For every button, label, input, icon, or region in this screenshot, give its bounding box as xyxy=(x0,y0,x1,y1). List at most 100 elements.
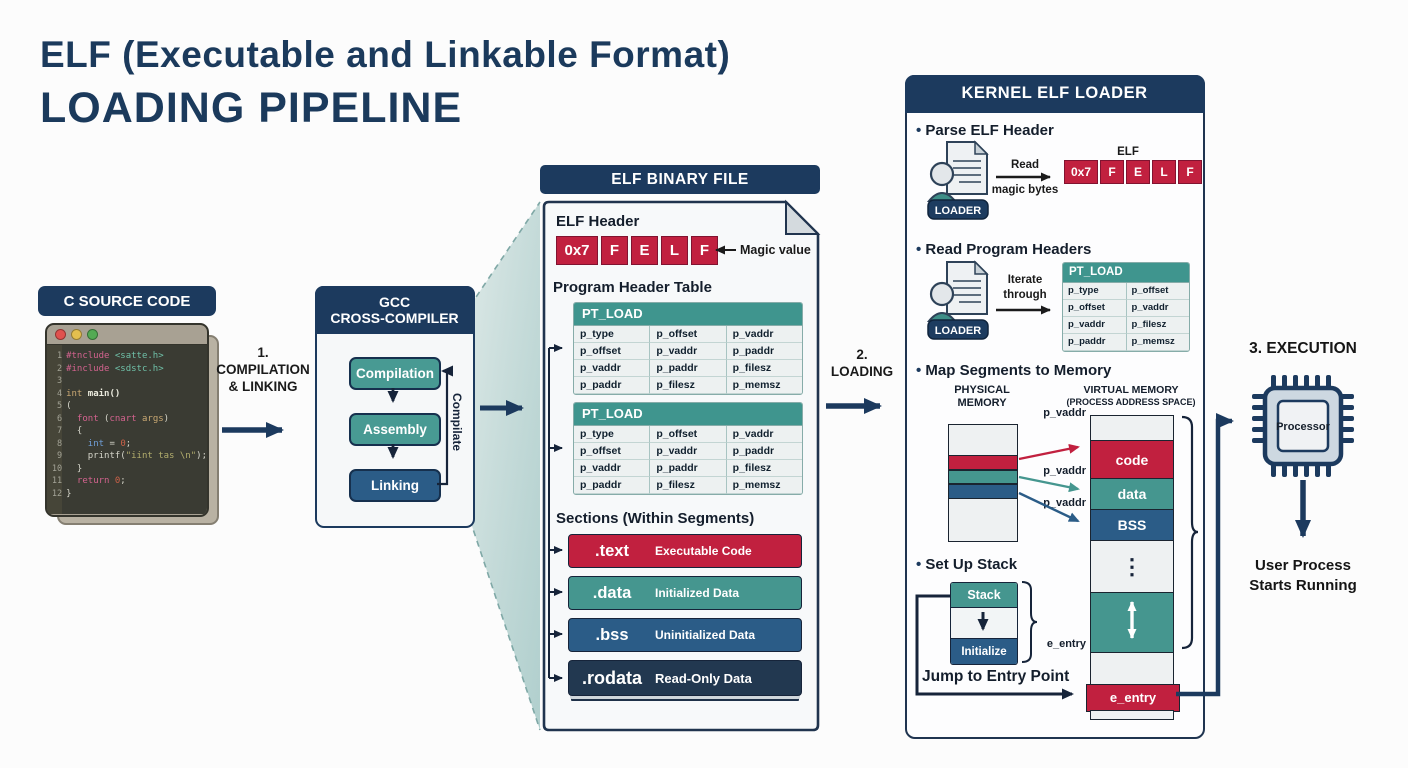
pt-load-cell: p_filesz xyxy=(650,377,727,394)
pt-load-cell: p_type xyxy=(574,426,651,443)
execution-title: 3. EXECUTION xyxy=(1249,340,1357,357)
code-segment: <sdstc.h> xyxy=(109,363,164,374)
physical-segment-red xyxy=(949,455,1017,470)
line-number: 4 xyxy=(56,388,63,399)
read-program-headers-title: Read Program Headers xyxy=(916,241,1091,258)
line-number: 10 xyxy=(51,463,63,474)
pt-load-cell: p_type xyxy=(574,326,651,343)
magic-byte-cell: E xyxy=(631,236,658,265)
window-titlebar xyxy=(47,325,207,344)
physical-label-line2: MEMORY xyxy=(957,397,1007,409)
read-label: Read xyxy=(1010,159,1040,171)
code-line: 11 return 0; xyxy=(52,475,207,488)
p-vaddr-label-2: p_vaddr xyxy=(1043,465,1086,477)
code-segment xyxy=(66,476,77,486)
pt-load-cell: p_offset xyxy=(650,426,727,443)
pt-load-table-header: PT_LOAD xyxy=(1063,263,1189,283)
parse-elf-header-title: Parse ELF Header xyxy=(916,122,1053,139)
line-number: 5 xyxy=(56,401,63,411)
code-text: } xyxy=(66,488,71,501)
virtual-memory-label: VIRTUAL MEMORY (PROCESS ADDRESS SPACE) xyxy=(1056,384,1206,408)
minimize-dot-icon xyxy=(71,329,82,340)
code-segment: 0 xyxy=(114,476,121,486)
line-number: 7 xyxy=(56,426,63,436)
execution-result: User Process Starts Running xyxy=(1233,556,1373,596)
code-segment: ); xyxy=(196,451,207,461)
pt-load-cell: p_memsz xyxy=(726,377,802,394)
gcc-header: GCC CROSS-COMPILER xyxy=(314,285,475,334)
close-dot-icon xyxy=(55,329,66,340)
virtual-block xyxy=(1090,652,1174,686)
virtual-block-⋮: ⋮ xyxy=(1090,539,1174,594)
virtual-label-line1: VIRTUAL MEMORY xyxy=(1083,384,1179,396)
pt-load-cell: p_vaddr xyxy=(650,343,727,360)
pt-load-cell: p_offset xyxy=(650,326,727,343)
pt-load-cell: p_vaddr xyxy=(1126,300,1189,317)
code-text: #include <sdstc.h> xyxy=(66,363,164,376)
section-name: .bss xyxy=(595,625,629,644)
pt-load-cell: p_filesz xyxy=(1126,317,1189,334)
magic-byte-cell: F xyxy=(1100,160,1124,184)
magic-byte-cell: L xyxy=(661,236,688,265)
magic-byte-cell: F xyxy=(1178,160,1202,184)
pt-load-cell: p_offset xyxy=(574,343,651,360)
line-number: 6 xyxy=(56,413,63,424)
iterate-label: Iterate xyxy=(1007,274,1043,286)
physical-memory-label: PHYSICAL MEMORY xyxy=(948,384,1016,410)
section-name: .text xyxy=(595,541,629,560)
code-line: 8 int = 0; xyxy=(57,438,207,451)
code-segment: main() xyxy=(82,388,121,399)
zoom-funnel xyxy=(470,202,540,730)
compile-loop-label: Compilate xyxy=(450,393,464,452)
virtual-block-data: data xyxy=(1090,477,1174,511)
code-editor: 1#tnclude <satte.h>2#include <sdstc.h>3 … xyxy=(47,344,207,514)
code-segment: #tnclude xyxy=(66,351,110,361)
code-segment xyxy=(66,439,88,449)
code-segment: return xyxy=(76,476,110,486)
pt-load-cell: p_paddr xyxy=(650,360,727,377)
code-text xyxy=(66,375,71,388)
line-number: 9 xyxy=(56,451,63,461)
stack-setup-box: Stack Initialize xyxy=(950,582,1018,665)
code-segment: } xyxy=(66,463,83,474)
gcc-title-line1: GCC xyxy=(378,293,411,310)
physical-memory-stack xyxy=(948,424,1018,542)
magic-byte-cell: E xyxy=(1126,160,1150,184)
code-segment: font xyxy=(76,413,99,424)
section-name: .rodata xyxy=(581,667,642,688)
code-segment: ( xyxy=(98,413,110,424)
virtual-block xyxy=(1090,415,1174,442)
maximize-dot-icon xyxy=(87,329,98,340)
e-entry-label: e_entry xyxy=(1046,638,1086,650)
virtual-block xyxy=(1090,710,1174,721)
loader-badge-1: LOADER xyxy=(935,205,982,217)
code-line: 9 printf("iint tas \n"); xyxy=(57,450,207,463)
code-text: } xyxy=(66,463,82,476)
section-desc: Read-Only Data xyxy=(655,670,752,686)
code-segment xyxy=(66,414,77,424)
elf-caption: ELF xyxy=(1117,146,1139,158)
pt-load-cell: p_offset xyxy=(1063,300,1127,317)
step1-line2: & LINKING xyxy=(228,379,298,394)
code-text: int main() xyxy=(66,388,120,401)
code-editor-window: 1#tnclude <satte.h>2#include <sdstc.h>3 … xyxy=(45,323,209,517)
program-header-table-title: Program Header Table xyxy=(553,279,712,296)
stack-box-top: Stack xyxy=(951,583,1017,608)
magic-bytes-label: magic bytes xyxy=(991,184,1059,196)
code-segment: ; xyxy=(125,438,132,449)
magic-byte-cell: 0x7 xyxy=(556,236,598,265)
loader-person-icon: LOADER xyxy=(927,140,989,220)
code-text: font (cnart args) xyxy=(66,413,169,426)
code-line: 1#tnclude <satte.h> xyxy=(57,350,207,363)
stage-assembly: Assembly xyxy=(349,413,441,446)
section-desc: Uninitialized Data xyxy=(655,628,756,642)
pt-load-cell: p_offset xyxy=(1126,283,1189,300)
code-line: 3 xyxy=(57,375,207,388)
pt-load-table-header: PT_LOAD xyxy=(574,303,802,326)
sections-title: Sections (Within Segments) xyxy=(556,510,755,527)
